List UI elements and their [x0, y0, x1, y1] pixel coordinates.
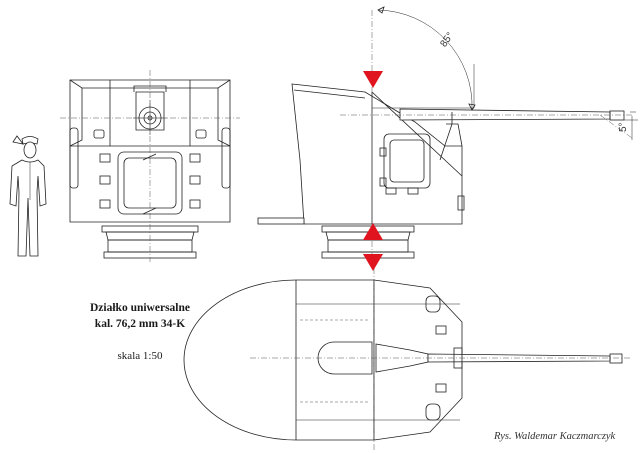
- title-line-2: kal. 76,2 mm 34-K: [94, 318, 186, 330]
- red-arrow-marker-icon: [363, 71, 383, 271]
- elevation-angle-annotation: 85°: [372, 6, 476, 111]
- front-view: [60, 70, 240, 262]
- scale-label: skala 1:50: [117, 350, 163, 362]
- author-credit: Rys. Waldemar Kaczmarczyk: [494, 431, 616, 442]
- person-silhouette-icon: [9, 135, 47, 257]
- title-line-1: Działko uniwersalne: [90, 302, 190, 314]
- depression-angle-label: 5°: [618, 122, 629, 132]
- elevation-angle-label: 85°: [438, 31, 456, 50]
- depression-angle-annotation: 5°: [618, 111, 638, 140]
- top-view: [183, 268, 632, 450]
